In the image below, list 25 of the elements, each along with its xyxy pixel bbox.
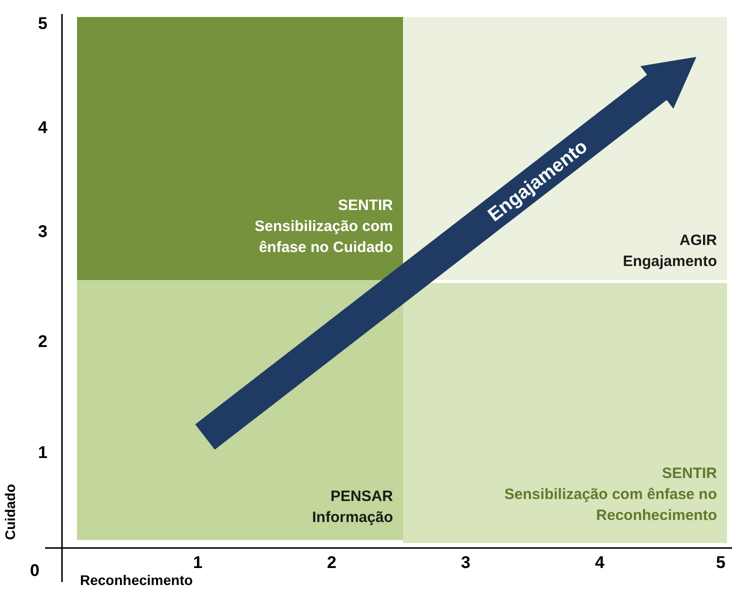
tick-label: 5	[38, 14, 48, 34]
tick-label: 1	[38, 443, 48, 463]
quadrant-title: AGIR	[678, 231, 717, 251]
tick-label: 3	[38, 222, 48, 242]
axis-title: Reconhecimento	[80, 572, 193, 588]
quadrant-panel	[77, 280, 403, 540]
axis-title: Cuidado	[2, 484, 18, 540]
quadrant-title: PENSAR	[329, 487, 393, 507]
tick-label: 1	[193, 553, 202, 573]
quadrant-title: SENTIR	[660, 464, 717, 484]
tick-label: 3	[461, 553, 470, 573]
quadrant-text: Informação	[311, 508, 393, 528]
quadrant-text: Engajamento	[622, 252, 717, 272]
quadrant-panel	[403, 283, 727, 543]
quadrant-panel	[77, 17, 403, 280]
quadrant-title: SENTIR	[336, 196, 393, 216]
quadrant-text: Sensibilização com ênfase no Reconhecimento	[503, 485, 717, 526]
tick-label: 4	[595, 553, 604, 573]
tick-label: 4	[38, 118, 48, 138]
quadrant-text: Sensibilização com ênfase no Cuidado	[254, 217, 393, 258]
tick-label: 2	[327, 553, 336, 573]
tick-label: 2	[38, 332, 48, 352]
tick-label: 0	[30, 561, 40, 581]
arrow	[195, 56, 696, 450]
tick-label: 5	[716, 553, 726, 573]
